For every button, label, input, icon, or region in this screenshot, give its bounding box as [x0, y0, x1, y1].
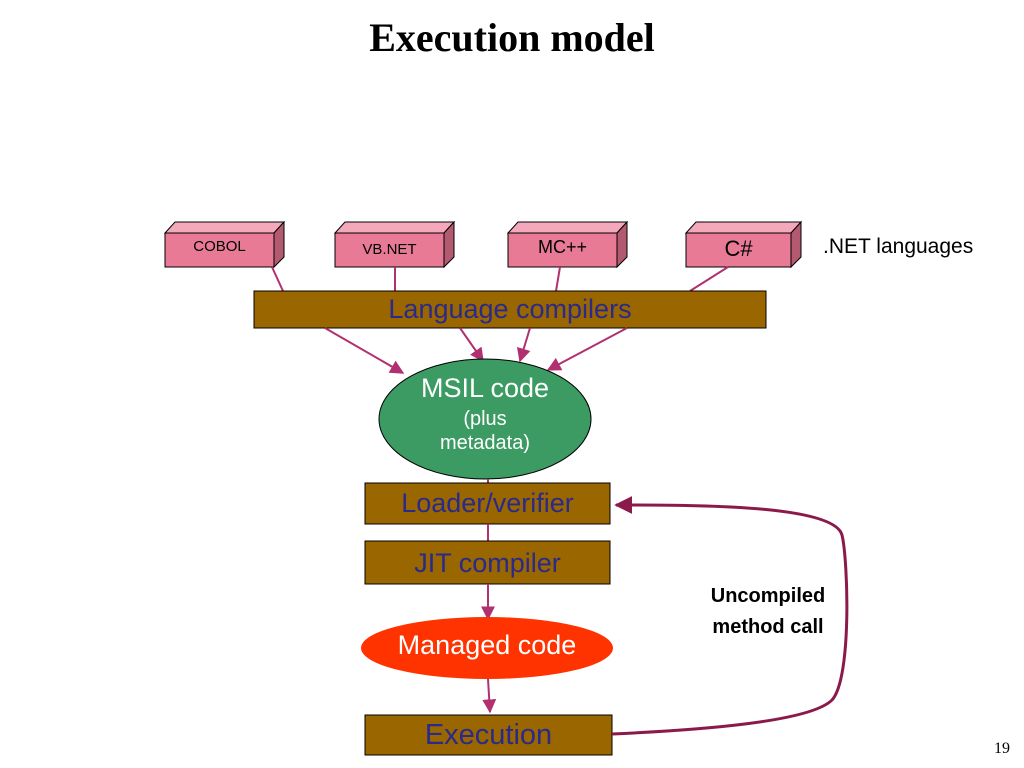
jit-compiler-label: JIT compiler [414, 548, 561, 578]
language-box-mcpp [506, 220, 629, 269]
net-languages-caption: .NET languages [823, 235, 974, 258]
connector-line [689, 266, 729, 292]
language-compilers-box [253, 290, 767, 329]
arrow [459, 327, 484, 363]
msil-title: MSIL code [420, 373, 550, 403]
loader-verifier-label: Loader/verifier [401, 488, 574, 518]
connector-line [555, 266, 561, 292]
msil-ellipse [378, 358, 592, 480]
arrow [546, 327, 628, 371]
msil-sub-line1: (plus [463, 408, 507, 430]
msil-sub-line2: metadata) [439, 432, 531, 454]
managed-code-ellipse [361, 617, 613, 679]
language-box-csharp [684, 220, 803, 269]
execution-label: Execution [424, 719, 553, 751]
language-box-cobol [163, 220, 286, 269]
arrow [324, 327, 405, 374]
language-label-csharp: C# [724, 236, 753, 261]
jit-compiler-box [364, 540, 611, 585]
arrow [516, 327, 531, 363]
managed-code-label: Managed code [397, 630, 577, 660]
language-box-vbnet [333, 220, 456, 269]
execution-box [364, 714, 613, 756]
arrow [482, 678, 497, 714]
slide-title: Execution model [369, 15, 655, 60]
uncompiled-label-line2: method call [712, 616, 824, 638]
page-number: 19 [994, 740, 1010, 757]
connector-line [271, 266, 284, 292]
language-label-mcpp: MC++ [537, 237, 588, 257]
loader-verifier-box [364, 482, 611, 525]
language-label-cobol: COBOL [193, 238, 246, 255]
language-label-vbnet: VB.NET [362, 241, 417, 258]
uncompiled-call-arrow [611, 496, 849, 736]
uncompiled-label-line1: Uncompiled [710, 585, 826, 607]
language-compilers-label: Language compilers [388, 294, 632, 324]
